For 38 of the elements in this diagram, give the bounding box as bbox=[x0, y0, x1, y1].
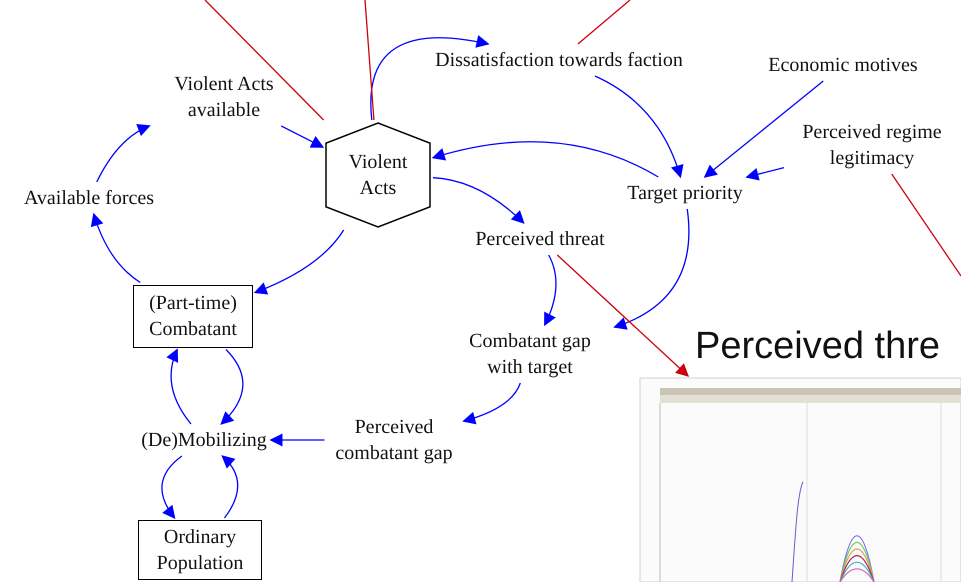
arrow bbox=[91, 212, 141, 284]
arrow bbox=[161, 456, 182, 520]
variable-label: Perceived threat bbox=[473, 225, 607, 253]
arrow bbox=[254, 230, 344, 294]
arrow bbox=[613, 208, 690, 330]
variable-label: Dissatisfaction towards faction bbox=[433, 46, 685, 74]
arrow bbox=[221, 455, 238, 518]
arrow bbox=[704, 80, 824, 178]
hexagon-node: Violent Acts bbox=[325, 122, 431, 228]
arrow bbox=[269, 434, 324, 446]
variable-label: Perceived combatant gap bbox=[326, 413, 462, 467]
leader-line bbox=[364, 0, 375, 120]
leader-line bbox=[891, 174, 961, 276]
arrow bbox=[594, 75, 684, 178]
stock-box: (Part-time) Combatant bbox=[133, 284, 253, 348]
arrow bbox=[556, 254, 690, 377]
picture bbox=[640, 378, 961, 582]
arrow bbox=[544, 254, 557, 326]
arrow bbox=[166, 348, 192, 424]
variable-label: Perceived regime legitimacy bbox=[786, 118, 958, 172]
leader-line bbox=[578, 0, 630, 44]
arrow bbox=[432, 141, 659, 178]
chart-heading: Perceived thre bbox=[695, 325, 940, 368]
arrow bbox=[745, 166, 784, 181]
arrow bbox=[280, 125, 324, 148]
arrow bbox=[220, 349, 244, 425]
variable-label: Violent Acts available bbox=[152, 70, 296, 124]
variable-label: Combatant gap with target bbox=[448, 327, 612, 381]
stock-box: Ordinary Population bbox=[138, 520, 262, 580]
leader-line bbox=[204, 0, 324, 120]
variable-label: Available forces bbox=[22, 184, 156, 212]
arrow bbox=[462, 382, 521, 424]
variable-label: Target priority bbox=[625, 179, 745, 207]
variable-label: Economic motives bbox=[766, 51, 920, 79]
arrow bbox=[370, 35, 490, 120]
arrow bbox=[96, 124, 151, 182]
variable-label: (De)Mobilizing bbox=[139, 426, 269, 454]
arrow bbox=[432, 177, 525, 224]
